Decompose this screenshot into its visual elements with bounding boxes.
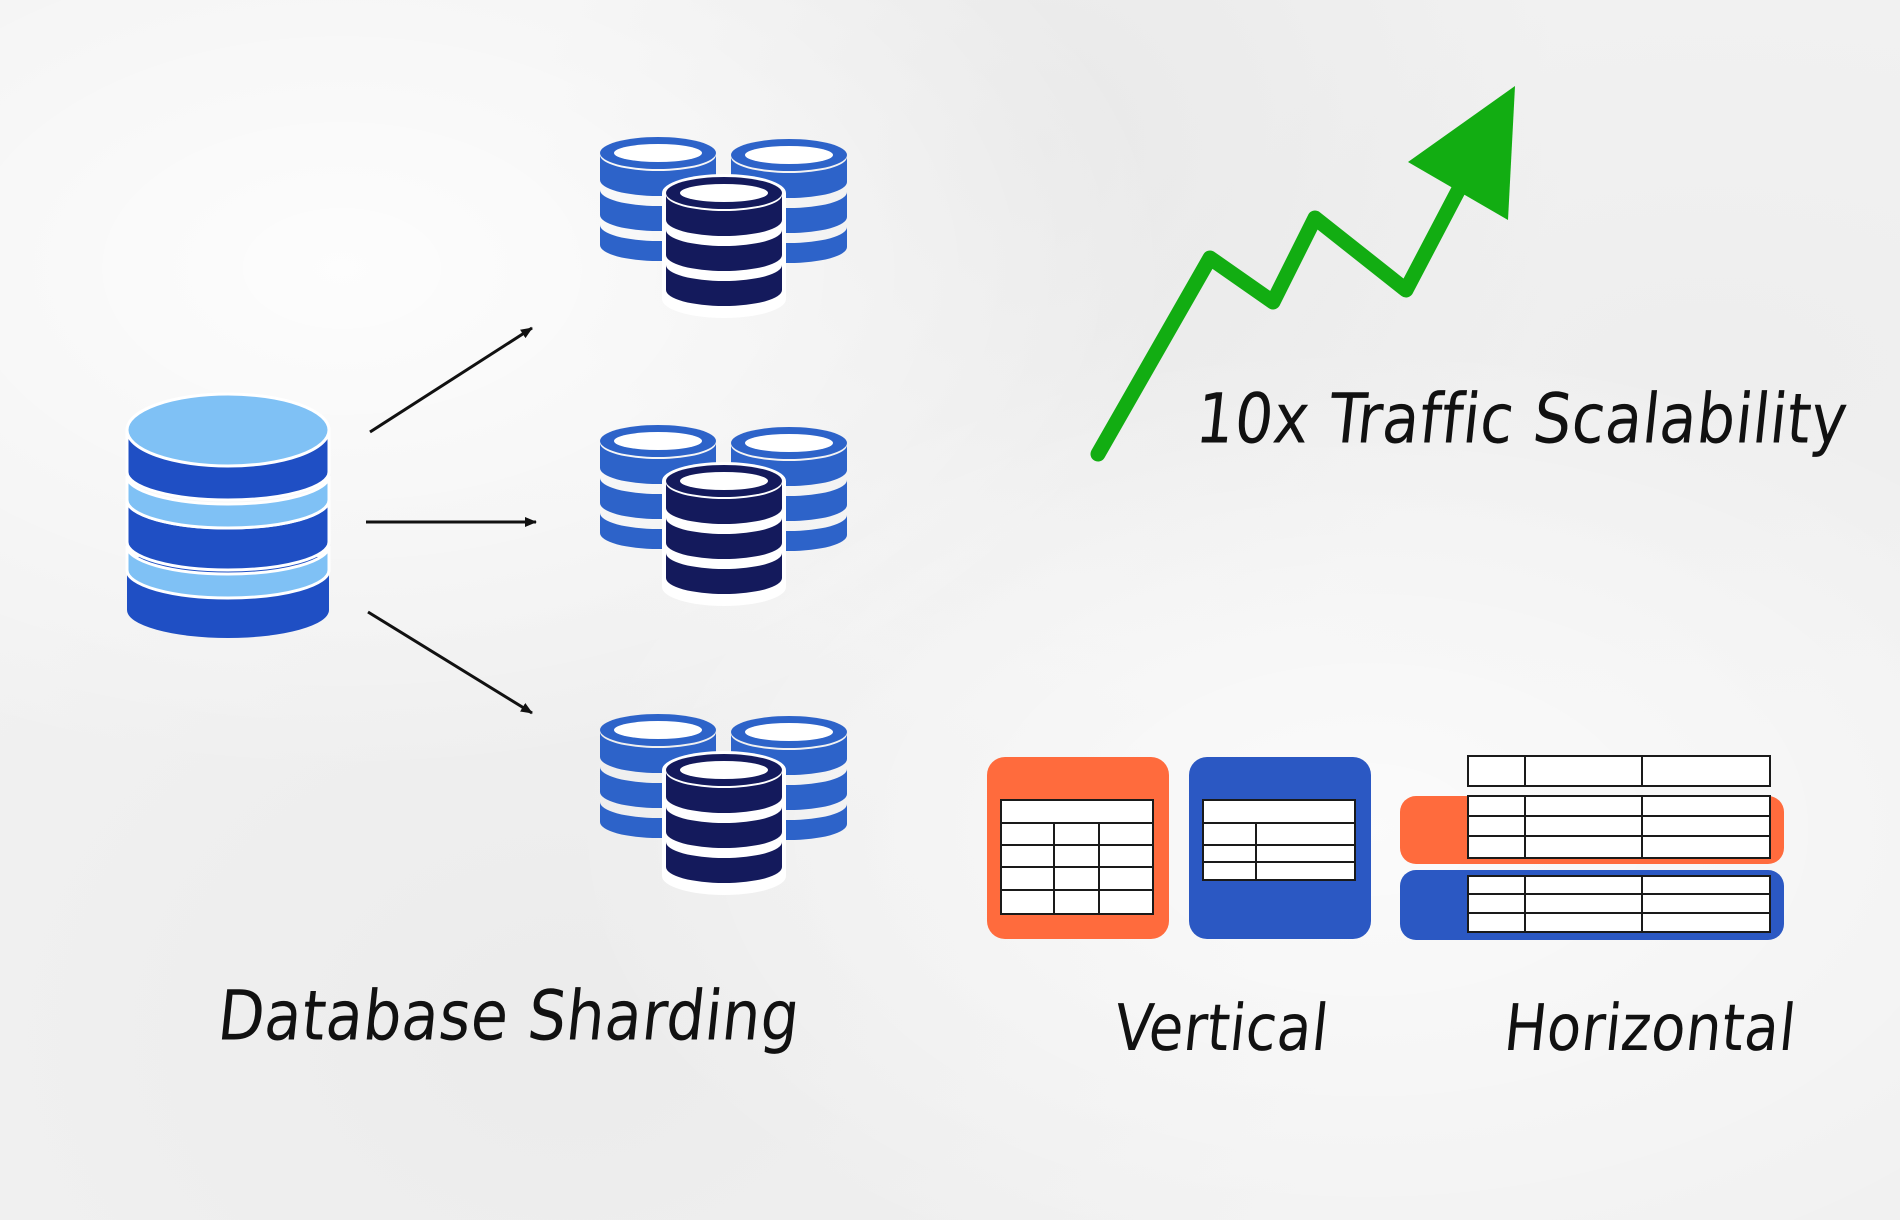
vertical-partition-label: Vertical [1110,991,1333,1066]
arrow-to-shard-bottom [367,610,533,715]
shard-cluster-middle-icon [600,425,847,606]
traffic-scalability-label: 10x Traffic Scalability [1192,379,1852,460]
trend-up-arrow-icon [1090,86,1515,462]
horizontal-partition-label: Horizontal [1500,991,1800,1066]
horizontal-partition-icon [1400,755,1784,940]
vertical-partition-icon [987,757,1371,939]
arrow-to-shard-top [369,326,533,434]
database-sharding-label: Database Sharding [214,976,804,1057]
source-database-icon [125,392,331,638]
shard-cluster-top-icon [600,137,847,318]
shard-cluster-bottom-icon [600,714,847,895]
